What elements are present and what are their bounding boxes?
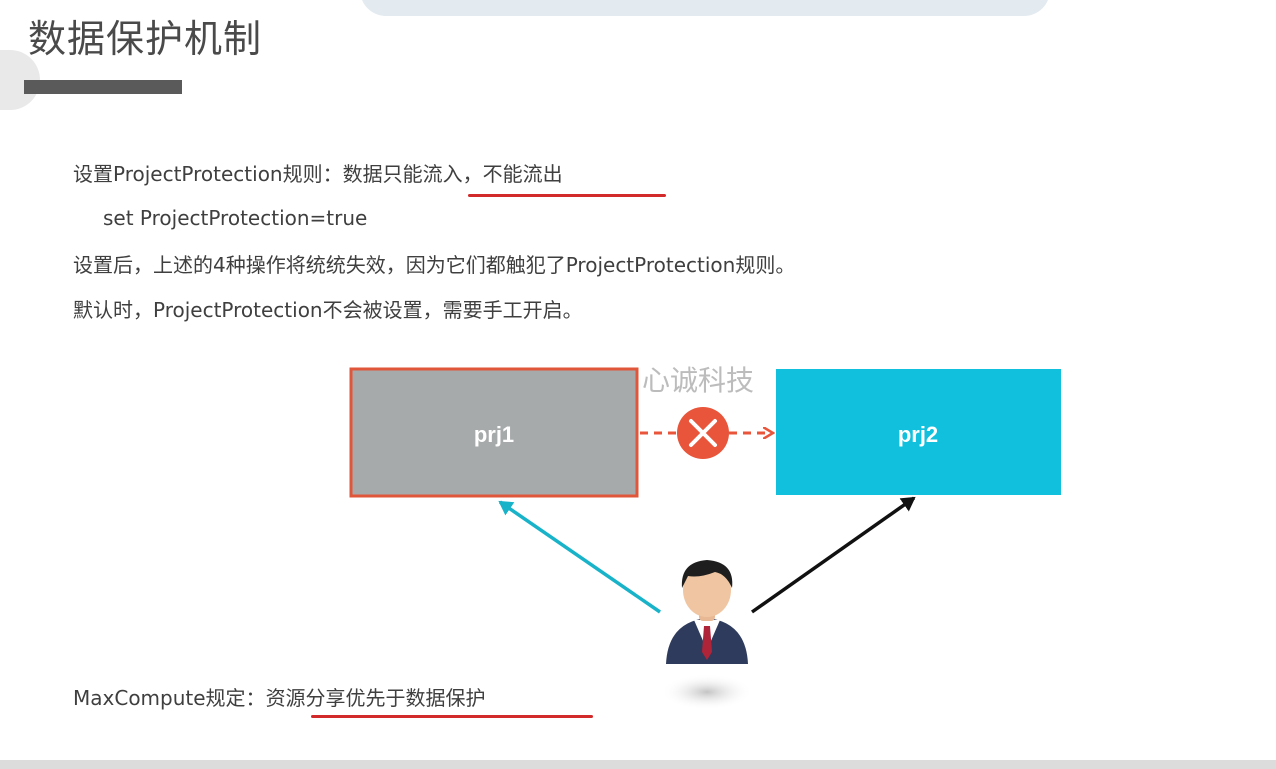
bottom-strip (0, 760, 1276, 769)
command-line: set ProjectProtection=true (103, 206, 368, 230)
footer-red-underline (311, 715, 593, 718)
title-underline-bar (24, 80, 182, 94)
default-note-line: 默认时，ProjectProtection不会被设置，需要手工开启。 (73, 298, 583, 322)
after-setting-line: 设置后，上述的4种操作将统统失效，因为它们都触犯了ProjectProtecti… (73, 253, 796, 277)
footer-highlight: 资源分享优先于数据保护 (265, 686, 486, 710)
user-to-prj1-arrow (498, 500, 661, 614)
footer-prefix: MaxCompute规定： (73, 686, 266, 710)
footer-line: MaxCompute规定：资源分享优先于数据保护 (73, 684, 486, 712)
rule-line: 设置ProjectProtection规则：数据只能流入，不能流出 (73, 160, 563, 188)
watermark-text: 心诚科技 (642, 364, 754, 397)
slide-title: 数据保护机制 (28, 17, 263, 61)
prj1-label: prj1 (474, 422, 514, 447)
user-avatar-icon (661, 560, 753, 710)
user-to-prj2-arrow (750, 496, 916, 614)
rule-highlight: 数据只能流入，不能流出 (342, 162, 563, 186)
blocked-x-icon (677, 407, 729, 459)
header-decoration (360, 0, 1050, 16)
rule-prefix: 设置ProjectProtection规则： (73, 162, 343, 186)
rule-red-underline (468, 194, 666, 197)
prj1-box (349, 367, 639, 498)
prj2-box (776, 369, 1061, 495)
prj2-label: prj2 (898, 422, 938, 447)
